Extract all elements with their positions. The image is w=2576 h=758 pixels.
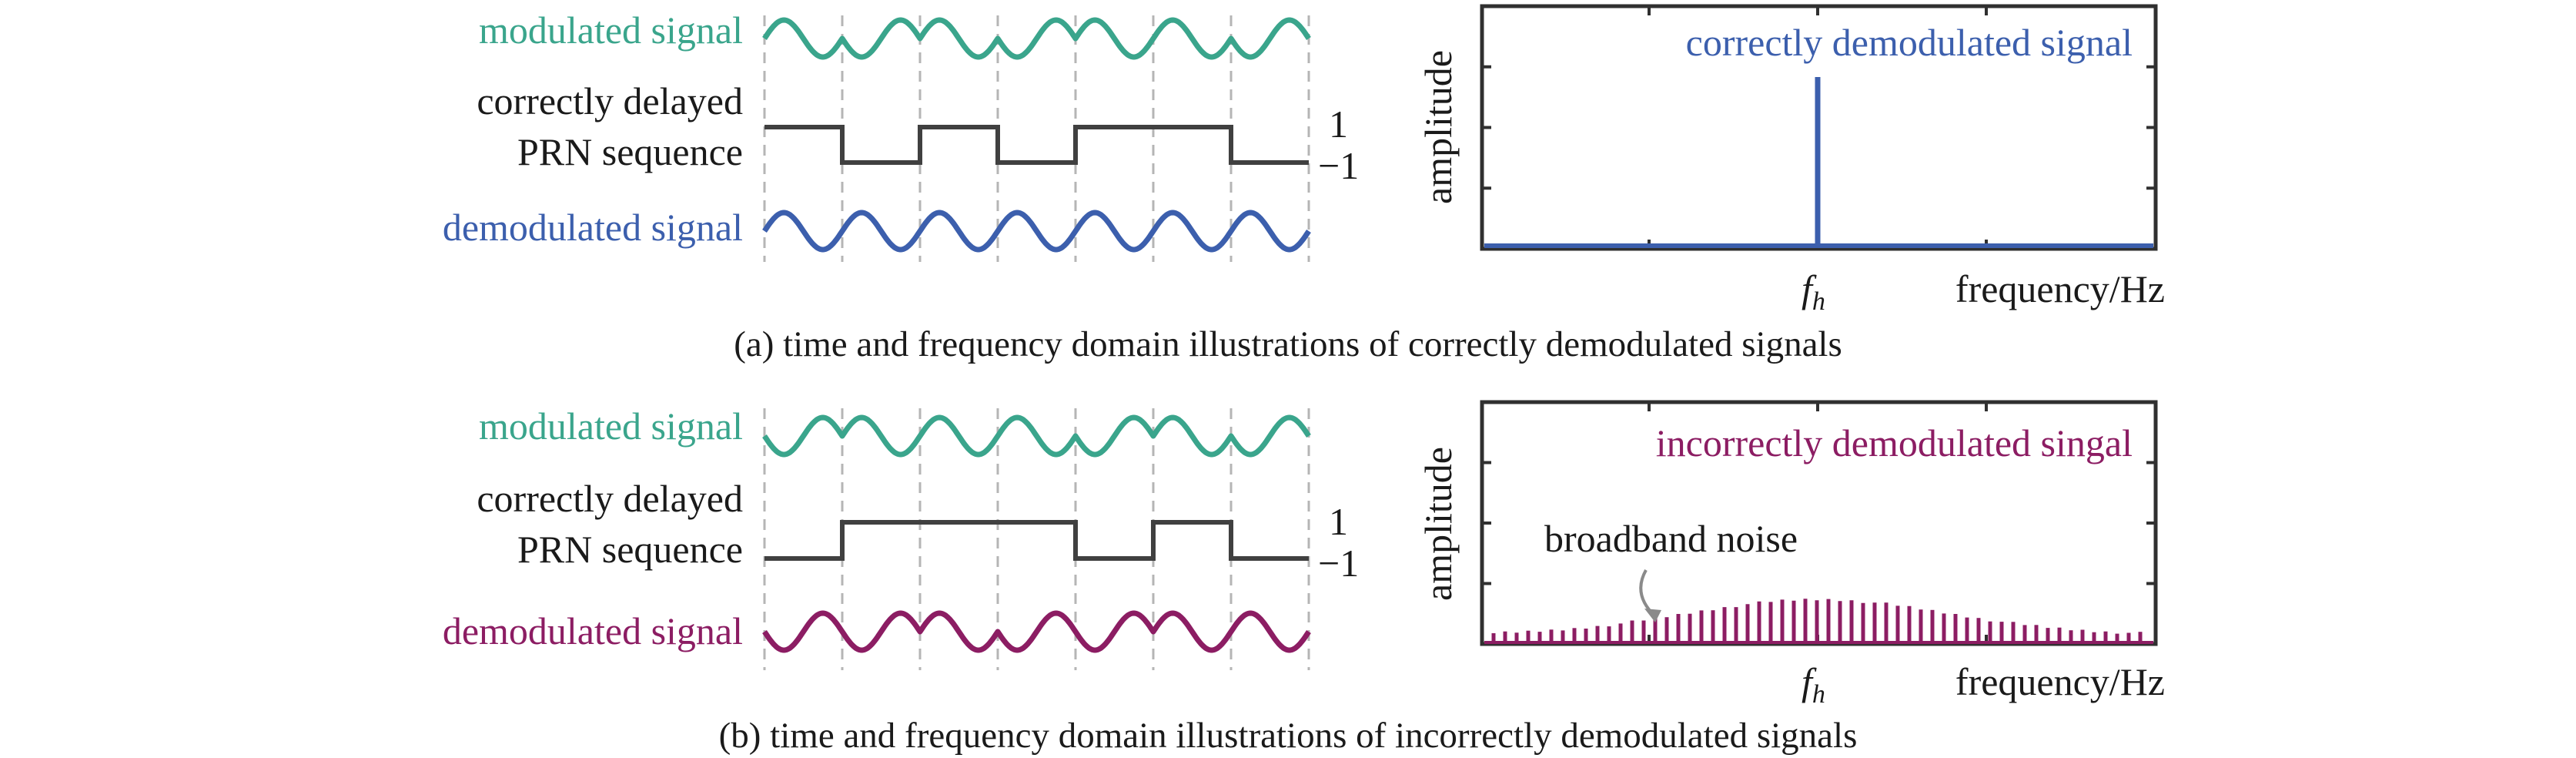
a-spectrum-annotation: correctly demodulated signal — [1686, 21, 2133, 64]
a-demodulated-label: demodulated signal — [443, 206, 743, 249]
a-prn-label-line2: PRN sequence — [517, 130, 743, 173]
b-level-high: 1 — [1329, 500, 1348, 543]
a-spectrum-plot: correctly demodulated signal amplitude f… — [1417, 4, 2165, 316]
panel-a: modulated signal correctly delayed PRN s… — [443, 4, 2165, 364]
b-modulated-label: modulated signal — [479, 404, 743, 448]
b-spectrum-annotation: incorrectly demodulated singal — [1656, 421, 2133, 465]
panel-b: modulated signal correctly delayed PRN s… — [443, 400, 2165, 756]
b-noise-label: broadband noise — [1544, 517, 1798, 560]
a-ylabel: amplitude — [1417, 50, 1460, 204]
a-level-low: −1 — [1318, 144, 1359, 187]
b-demodulated-label: demodulated signal — [443, 609, 743, 652]
a-prn-label-line1: correctly delayed — [477, 79, 743, 122]
a-time-gridlines — [763, 15, 1310, 262]
a-prn-waveform — [764, 125, 1309, 165]
b-prn-label-line2: PRN sequence — [517, 528, 743, 571]
b-fh-label: fh — [1802, 660, 1825, 709]
b-level-low: −1 — [1318, 542, 1359, 585]
a-demodulated-waveform — [762, 210, 1311, 253]
b-xlabel: frequency/Hz — [1955, 660, 2165, 703]
a-xlabel: frequency/Hz — [1955, 267, 2165, 310]
b-demodulated-waveform — [762, 610, 1311, 653]
b-noise-arrowhead — [1644, 609, 1661, 622]
b-prn-waveform — [764, 520, 1309, 561]
a-modulated-label: modulated signal — [479, 8, 743, 52]
a-level-high: 1 — [1329, 102, 1348, 146]
b-noise-bars — [1484, 599, 2153, 644]
b-caption: (b) time and frequency domain illustrati… — [719, 716, 1858, 756]
b-prn-label-line1: correctly delayed — [477, 477, 743, 520]
a-modulated-waveform — [762, 17, 1311, 60]
a-fh-label: fh — [1802, 267, 1825, 316]
b-spectrum-plot: incorrectly demodulated singal broadband… — [1417, 400, 2165, 709]
b-ylabel: amplitude — [1417, 447, 1460, 601]
b-modulated-waveform — [762, 414, 1311, 458]
a-caption: (a) time and frequency domain illustrati… — [734, 324, 1842, 364]
